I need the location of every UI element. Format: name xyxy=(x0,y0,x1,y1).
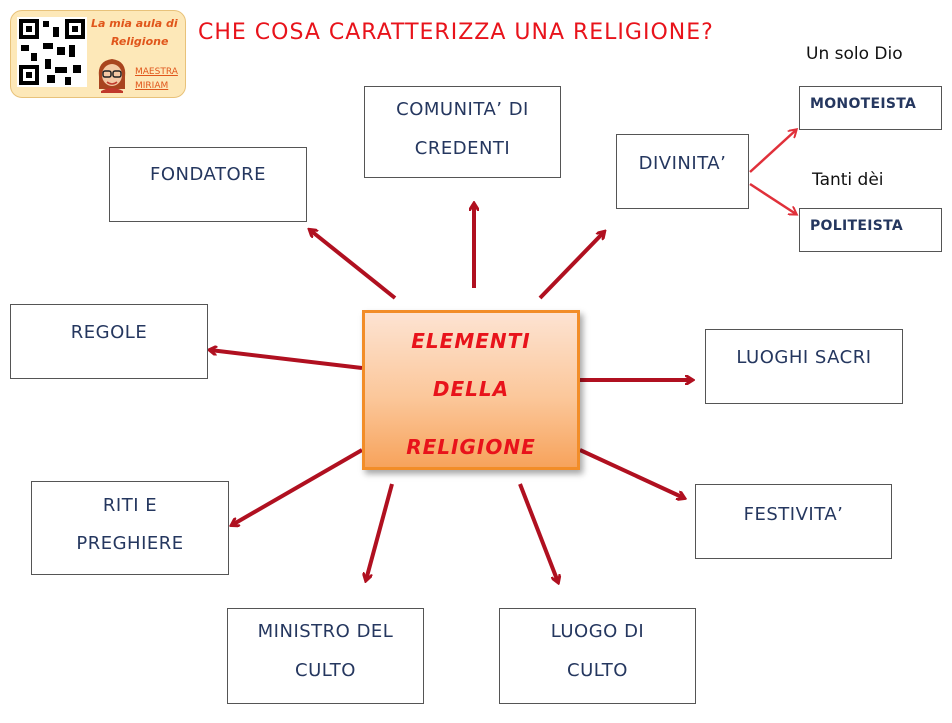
box-regole-line1: REGOLE xyxy=(70,322,148,343)
box-luogo-culto-line2: CULTO xyxy=(567,660,628,681)
box-monoteista: MONOTEISTA xyxy=(799,86,942,130)
arrow-to-festivita xyxy=(579,448,684,498)
arrow-to-politeista xyxy=(749,182,796,214)
logo-text-line1: La mia aula di xyxy=(91,17,178,30)
box-festivita: FESTIVITA’ xyxy=(695,484,892,559)
logo-name-line2: MIRIAM xyxy=(135,81,169,91)
box-comunita-line1: COMUNITA’ DI xyxy=(396,99,529,120)
logo: La mia aula di Religione MAESTRA MIRIAM xyxy=(10,10,186,98)
box-ministro: MINISTRO DEL CULTO xyxy=(227,608,424,704)
arrow-to-luogo-culto xyxy=(518,483,558,582)
box-divinita-line1: DIVINITA’ xyxy=(638,153,727,174)
qr-code-icon xyxy=(17,17,87,87)
box-politeista-line1: POLITEISTA xyxy=(810,218,903,234)
box-riti-line2: PREGHIERE xyxy=(76,533,184,554)
box-monoteista-line1: MONOTEISTA xyxy=(810,96,917,112)
note-un-solo-dio: Un solo Dio xyxy=(806,44,903,64)
box-ministro-line2: CULTO xyxy=(295,660,356,681)
center-line2: DELLA xyxy=(432,377,510,401)
box-politeista: POLITEISTA xyxy=(799,208,942,252)
box-fondatore: FONDATORE xyxy=(109,147,307,222)
arrow-to-ministro xyxy=(366,483,394,580)
box-ministro-line1: MINISTRO DEL xyxy=(257,621,394,642)
box-regole: REGOLE xyxy=(10,304,208,379)
avatar-icon xyxy=(98,59,126,93)
arrow-to-regole xyxy=(210,350,363,370)
box-luoghi-sacri-line1: LUOGHI SACRI xyxy=(736,347,872,368)
box-riti-line1: RITI E xyxy=(102,495,158,516)
page-title: CHE COSA CARATTERIZZA UNA RELIGIONE? xyxy=(198,20,714,45)
arrow-to-riti xyxy=(232,448,363,525)
center-box: ELEMENTI DELLA RELIGIONE xyxy=(362,310,580,470)
center-line3: RELIGIONE xyxy=(406,435,536,459)
logo-name-line1: MAESTRA xyxy=(135,67,178,77)
box-riti: RITI E PREGHIERE xyxy=(31,481,229,575)
note-tanti-dei: Tanti dèi xyxy=(812,170,884,190)
logo-text-line2: Religione xyxy=(111,35,169,48)
box-comunita-line2: CREDENTI xyxy=(414,138,511,159)
box-comunita: COMUNITA’ DI CREDENTI xyxy=(364,86,561,178)
box-divinita: DIVINITA’ xyxy=(616,134,749,209)
arrow-to-monoteista xyxy=(749,130,796,173)
box-luogo-culto: LUOGO DI CULTO xyxy=(499,608,696,704)
arrow-to-divinita xyxy=(538,232,604,300)
box-luoghi-sacri: LUOGHI SACRI xyxy=(705,329,903,404)
arrow-to-fondatore xyxy=(310,230,397,300)
box-fondatore-line1: FONDATORE xyxy=(150,164,266,185)
box-festivita-line1: FESTIVITA’ xyxy=(743,504,844,525)
center-line1: ELEMENTI xyxy=(411,329,531,353)
box-luogo-culto-line1: LUOGO DI xyxy=(550,621,645,642)
